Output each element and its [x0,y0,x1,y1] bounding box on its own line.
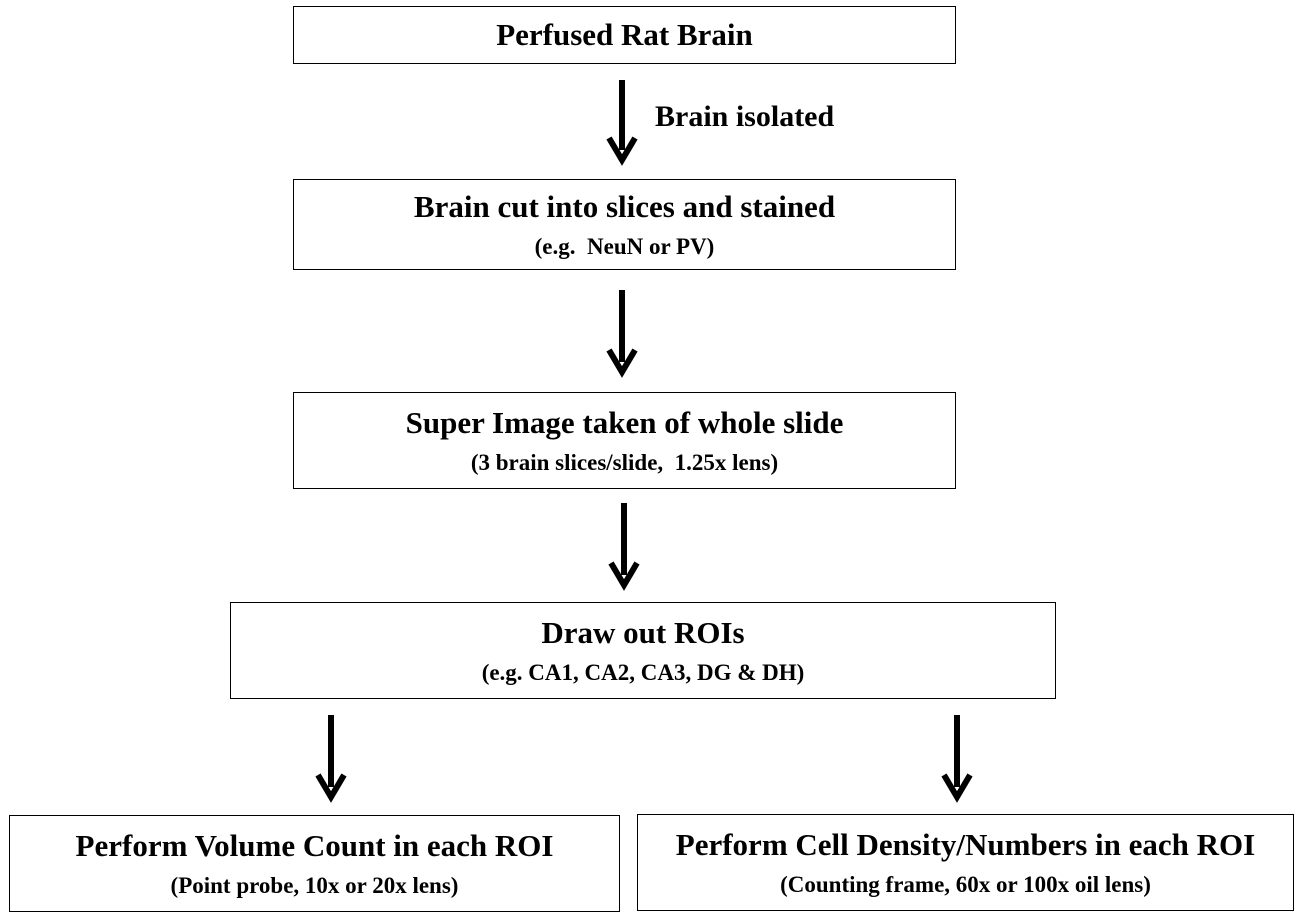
node-title: Perfused Rat Brain [496,17,753,53]
node-perfused-rat-brain: Perfused Rat Brain [293,6,956,64]
arrowhead-icon [315,773,347,803]
node-subtitle: (Counting frame, 60x or 100x oil lens) [780,871,1151,897]
arrowhead-icon [606,348,638,378]
arrow-rois-to-density [941,715,973,803]
node-brain-slices: Brain cut into slices and stained (e.g. … [293,179,956,270]
node-title: Perform Volume Count in each ROI [75,827,554,863]
arrowhead-icon [608,561,640,591]
node-draw-rois: Draw out ROIs (e.g. CA1, CA2, CA3, DG & … [230,602,1056,699]
arrow-slices-to-superimage [606,290,638,378]
node-title: Super Image taken of whole slide [405,404,844,440]
arrow-superimage-to-rois [608,503,640,591]
arrow-rois-to-volume [315,715,347,803]
node-volume-count: Perform Volume Count in each ROI (Point … [9,815,620,912]
node-subtitle: (e.g. CA1, CA2, CA3, DG & DH) [481,659,805,685]
node-cell-density: Perform Cell Density/Numbers in each ROI… [637,814,1294,911]
edge-label-brain-isolated: Brain isolated [655,100,835,133]
arrowhead-icon [941,773,973,803]
node-super-image: Super Image taken of whole slide (3 brai… [293,392,956,489]
node-subtitle: (e.g. NeuN or PV) [534,233,715,259]
arrowhead-icon [606,136,638,166]
node-title: Brain cut into slices and stained [413,188,836,224]
node-title: Draw out ROIs [541,614,745,650]
node-subtitle: (Point probe, 10x or 20x lens) [170,872,459,898]
node-subtitle: (3 brain slices/slide, 1.25x lens) [470,449,779,475]
arrow-perfused-to-slices [606,80,638,166]
node-title: Perform Cell Density/Numbers in each ROI [675,826,1256,862]
